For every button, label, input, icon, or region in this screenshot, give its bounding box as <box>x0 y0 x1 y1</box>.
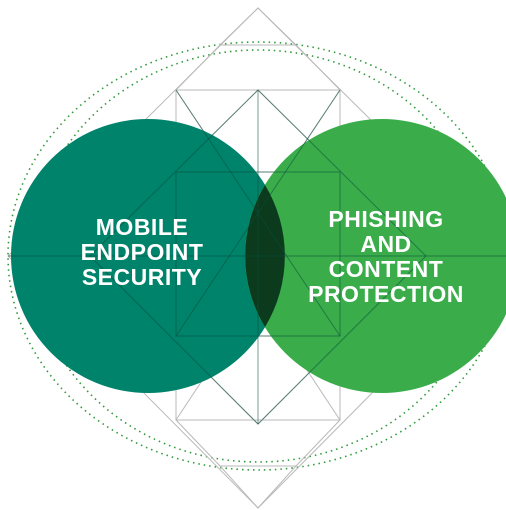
left-circle-label: MOBILE ENDPOINT SECURITY <box>62 216 222 291</box>
top-cap <box>218 7 298 46</box>
left-label-line: MOBILE <box>95 214 189 240</box>
pattern-overlay <box>8 89 506 425</box>
right-label-line: PHISHING <box>328 206 444 232</box>
dotted-ring-middle <box>31 49 485 463</box>
right-label-line: AND <box>360 231 412 257</box>
dotted-rings <box>7 41 506 471</box>
bottom-cap <box>218 465 298 509</box>
right-circle-label: PHISHING AND CONTENT PROTECTION <box>296 208 476 308</box>
right-label-line: PROTECTION <box>308 281 464 307</box>
left-label-line: SECURITY <box>81 264 203 290</box>
right-label-line: CONTENT <box>328 256 444 282</box>
left-label-line: ENDPOINT <box>80 239 204 265</box>
